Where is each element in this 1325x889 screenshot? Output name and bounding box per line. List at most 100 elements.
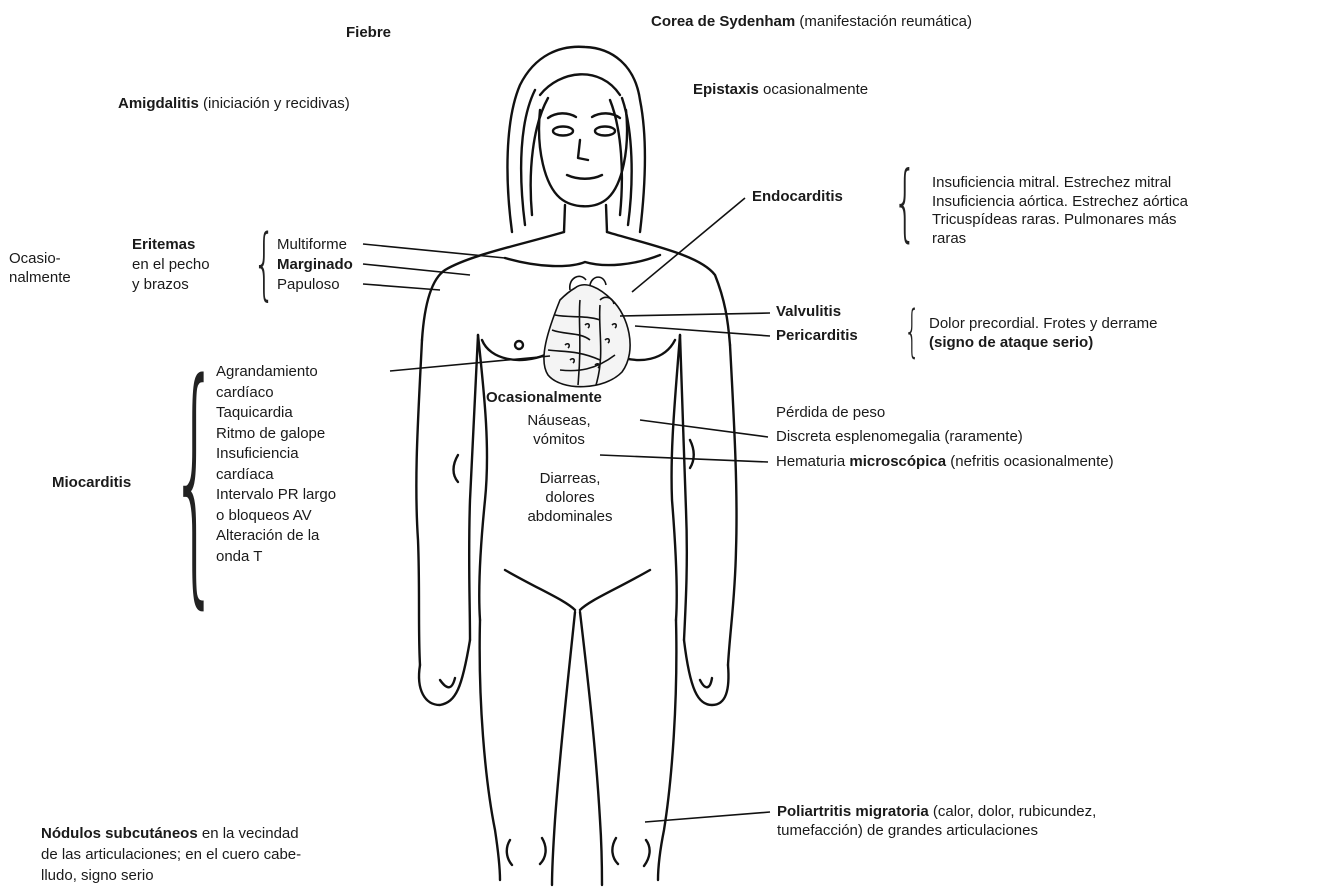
diarreas-line: dolores: [510, 488, 630, 507]
hair-strands-right: [610, 98, 632, 225]
right-elbow: [690, 440, 694, 468]
left-shoulder: [422, 232, 564, 340]
groin-right: [580, 570, 650, 610]
endocarditis-details: Insuficiencia mitral. Estrechez mitral I…: [932, 174, 1188, 248]
eritemas-label: Eritemas en el pecho y brazos: [132, 235, 210, 295]
endocarditis-label: Endocarditis: [752, 188, 843, 206]
miocarditis-line: Intervalo PR largo: [216, 485, 336, 506]
poliartritis-line: Poliartritis migratoria (calor, dolor, r…: [777, 803, 1096, 822]
leader-miocarditis: [390, 356, 550, 371]
pericarditis-line: Dolor precordial. Frotes y derrame: [929, 315, 1157, 334]
poliartritis-note: (calor, dolor, rubicundez,: [929, 803, 1097, 820]
leader-valvulitis: [620, 313, 770, 316]
valvulitis-label: Valvulitis: [776, 303, 841, 321]
right-leg-outer: [658, 620, 676, 880]
miocarditis-line: Taquicardia: [216, 403, 336, 424]
pericarditis-brace: {: [904, 304, 920, 360]
endocarditis-brace: {: [893, 160, 917, 244]
pericarditis-details: Dolor precordial. Frotes y derrame (sign…: [929, 315, 1157, 352]
ocasionalmente-left: Ocasio- nalmente: [9, 250, 71, 287]
right-arm-inner: [680, 335, 687, 640]
miocarditis-details: Agrandamiento cardíaco Taquicardia Ritmo…: [216, 362, 336, 567]
left-arm-inner: [469, 335, 478, 640]
poliartritis-line: tumefacción) de grandes articulaciones: [777, 822, 1096, 841]
eritemas-line: en el pecho: [132, 255, 210, 275]
nauseas-line: Náuseas,: [524, 411, 594, 430]
left-knee: [507, 838, 546, 865]
right-eye: [595, 127, 615, 136]
nodulos-title: Nódulos subcutáneos: [41, 825, 198, 842]
hematuria-note: (nefritis ocasionalmente): [946, 453, 1114, 470]
epistaxis-note: ocasionalmente: [759, 81, 868, 98]
miocarditis-line: Agrandamiento: [216, 362, 336, 383]
torso-left: [478, 335, 487, 620]
endocarditis-line: Insuficiencia mitral. Estrechez mitral: [932, 174, 1188, 193]
left-leg-inner: [552, 612, 575, 885]
leader-pericarditis: [635, 326, 770, 336]
miocarditis-line: cardíaco: [216, 383, 336, 404]
hematuria-label: Hematuria microscópica (nefritis ocasion…: [776, 453, 1114, 471]
miocarditis-line: o bloqueos AV: [216, 506, 336, 527]
hematuria-emphasis: microscópica: [849, 453, 946, 470]
leader-poliartritis: [645, 812, 770, 822]
eritema-type: Papuloso: [277, 275, 353, 295]
epistaxis-label: Epistaxis ocasionalmente: [693, 81, 868, 99]
torso-right: [672, 335, 680, 620]
eritemas-types: Multiforme Marginado Papuloso: [277, 235, 353, 295]
left-thumb: [440, 678, 455, 687]
nose: [578, 140, 588, 160]
collarbone: [505, 255, 660, 266]
eritema-type: Marginado: [277, 255, 353, 275]
left-hand: [419, 640, 470, 705]
nauseas-line: vómitos: [524, 430, 594, 449]
miocarditis-line: cardíaca: [216, 465, 336, 486]
amigdalitis-label: Amigdalitis (iniciación y recidivas): [118, 95, 350, 113]
leader-esplenomegalia: [640, 420, 768, 437]
fiebre-label: Fiebre: [346, 24, 391, 42]
right-thumb: [700, 678, 712, 687]
endocarditis-line: raras: [932, 230, 1188, 249]
left-arm-outer: [416, 340, 422, 665]
pericarditis-line: (signo de ataque serio): [929, 334, 1157, 353]
ocasionalmente-line: nalmente: [9, 269, 71, 288]
neck-left: [564, 205, 565, 232]
diarreas-line: Diarreas,: [510, 469, 630, 488]
right-knee: [612, 838, 649, 866]
heart-illustration: [544, 276, 630, 386]
esplenomegalia-label: Discreta esplenomegalia (raramente): [776, 428, 1023, 446]
diarreas-label: Diarreas, dolores abdominales: [510, 469, 630, 526]
miocarditis-line: Insuficiencia: [216, 444, 336, 465]
corea-label: Corea de Sydenham (manifestación reumáti…: [651, 13, 972, 31]
leader-papuloso: [363, 284, 440, 290]
eritema-type: Multiforme: [277, 235, 353, 255]
nodulos-label: Nódulos subcutáneos en la vecindad de la…: [41, 823, 301, 886]
nodulos-line: Nódulos subcutáneos en la vecindad: [41, 823, 301, 844]
neck-right: [606, 205, 607, 232]
endocarditis-line: Tricuspídeas raras. Pulmonares más: [932, 211, 1188, 230]
perdida-peso-label: Pérdida de peso: [776, 404, 885, 422]
miocarditis-line: Alteración de la: [216, 526, 336, 547]
miocarditis-brace: {: [170, 350, 220, 610]
leader-multiforme: [363, 244, 505, 258]
diarreas-line: abdominales: [510, 507, 630, 526]
poliartritis-label: Poliartritis migratoria (calor, dolor, r…: [777, 803, 1096, 840]
hair-strands-left: [521, 90, 548, 225]
amigdalitis-note: (iniciación y recidivas): [199, 95, 350, 112]
epistaxis-title: Epistaxis: [693, 81, 759, 98]
eritemas-line: y brazos: [132, 275, 210, 295]
pericarditis-label: Pericarditis: [776, 327, 858, 345]
right-hand: [684, 640, 728, 705]
amigdalitis-title: Amigdalitis: [118, 95, 199, 112]
left-leg-outer: [480, 620, 500, 880]
ocasionalmente-line: Ocasio-: [9, 250, 71, 269]
miocarditis-label: Miocarditis: [52, 474, 131, 492]
hair-top: [540, 74, 620, 95]
nodulos-note: en la vecindad: [198, 825, 299, 842]
poliartritis-title: Poliartritis migratoria: [777, 803, 929, 820]
left-eye: [553, 127, 573, 136]
nodulos-line: lludo, signo serio: [41, 865, 301, 886]
endocarditis-line: Insuficiencia aórtica. Estrechez aórtica: [932, 193, 1188, 212]
corea-note: (manifestación reumática): [795, 13, 972, 30]
groin-left: [505, 570, 575, 610]
hematuria-title: Hematuria: [776, 453, 849, 470]
